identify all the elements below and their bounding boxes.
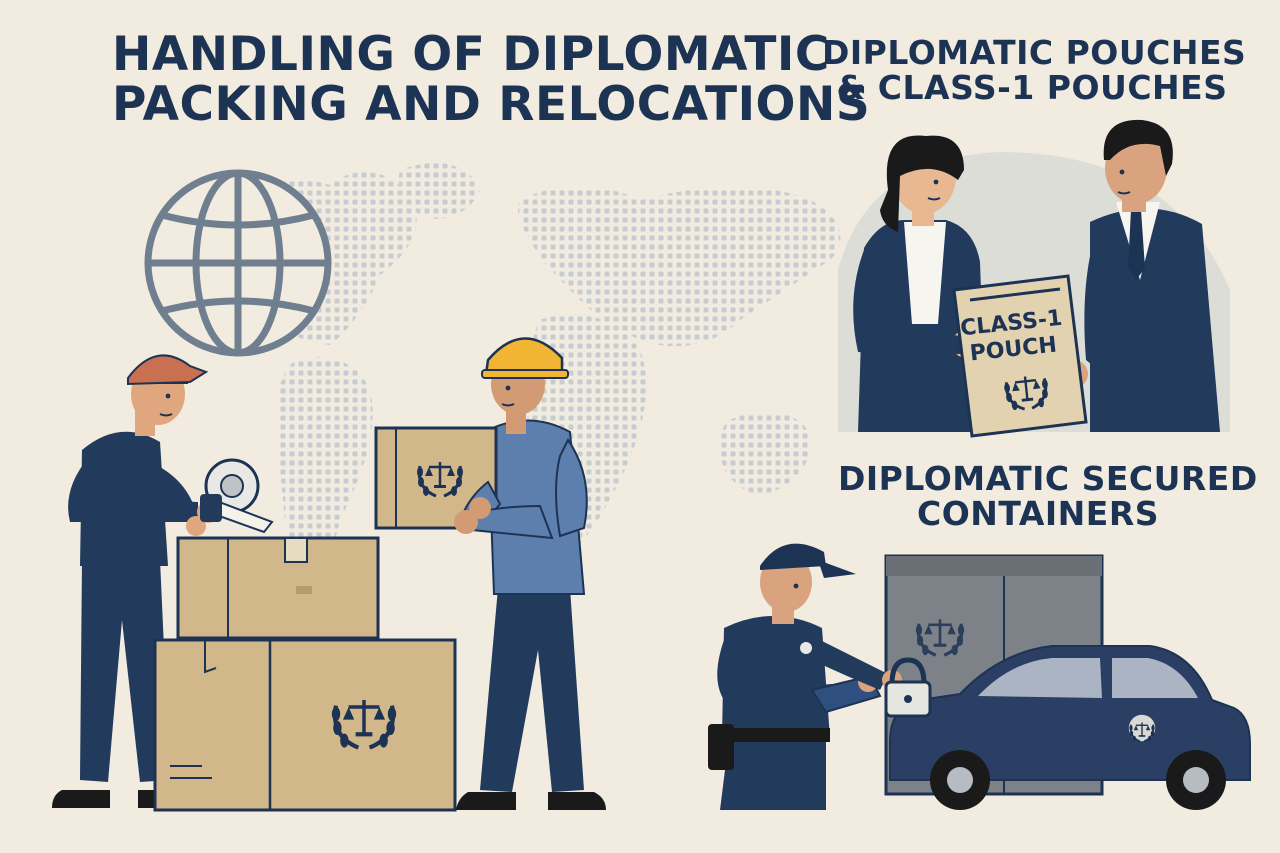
packing-worker <box>52 354 219 808</box>
padlock-icon <box>884 657 932 718</box>
pouches-heading: DIPLOMATIC POUCHES & CLASS-1 POUCHES <box>822 33 1247 107</box>
secured-container-scene <box>708 543 1251 810</box>
globe-icon <box>144 169 332 357</box>
main-title-line1: HANDLING OF DIPLOMATIC <box>112 27 830 82</box>
containers-heading-line2: CONTAINERS <box>917 493 1159 533</box>
pouches-heading-line2: & CLASS-1 POUCHES <box>836 67 1228 107</box>
box-carrying-worker <box>374 337 606 810</box>
containers-heading-line1: DIPLOMATIC SECURED <box>838 459 1258 498</box>
containers-heading: DIPLOMATIC SECURED CONTAINERS <box>838 459 1258 533</box>
pouches-heading-line1: DIPLOMATIC POUCHES <box>822 33 1247 72</box>
tape-dispenser-icon <box>200 458 274 534</box>
main-title: HANDLING OF DIPLOMATIC PACKING AND RELOC… <box>112 27 871 132</box>
main-title-line2: PACKING AND RELOCATIONS <box>112 76 871 132</box>
pouch-handover-scene <box>838 119 1230 438</box>
stacked-boxes <box>153 536 457 812</box>
class-1-pouch <box>952 274 1088 438</box>
